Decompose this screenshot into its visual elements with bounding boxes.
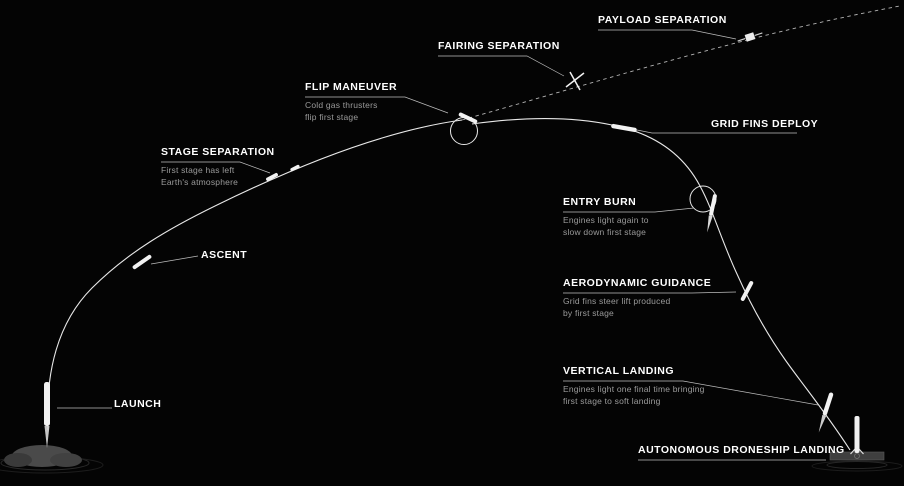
descent-trajectory-path — [471, 117, 851, 451]
label-entry-burn-desc: Engines light again to slow down first s… — [563, 215, 649, 238]
label-aerodynamic-guidance-desc: Grid fins steer lift produced by first s… — [563, 296, 711, 319]
desc-line: Cold gas thrusters — [305, 100, 378, 110]
fairing-separation-icon — [565, 71, 585, 91]
stage-separation-icon — [266, 164, 300, 182]
entry-burn-leader-line — [563, 207, 695, 213]
stage-separation-leader-line — [161, 161, 271, 174]
landed-rocket-icon — [850, 416, 864, 455]
vertical-landing-rocket-icon — [818, 392, 834, 433]
launch-smoke-cloud — [0, 445, 104, 474]
label-vertical-landing-desc: Engines light one final time bringing fi… — [563, 384, 705, 407]
grid-fins-rocket-icon — [611, 123, 637, 133]
payload-satellite-icon — [737, 32, 763, 42]
ascent-rocket-icon — [132, 254, 152, 270]
label-payload-separation: PAYLOAD SEPARATION — [598, 14, 727, 26]
label-autonomous-droneship-landing: AUTONOMOUS DRONESHIP LANDING — [638, 444, 845, 456]
grid-fins-leader-line — [636, 129, 797, 134]
desc-line: Engines light one final time bringing — [563, 384, 705, 394]
desc-line: flip first stage — [305, 111, 359, 122]
label-entry-burn: ENTRY BURN Engines light again to slow d… — [563, 196, 649, 238]
label-entry-burn-title: ENTRY BURN — [563, 196, 637, 208]
desc-line: by first stage — [563, 307, 614, 318]
label-launch: LAUNCH — [114, 398, 161, 410]
label-ascent: ASCENT — [201, 249, 247, 261]
label-grid-fins-deploy-title: GRID FINS DEPLOY — [711, 118, 819, 130]
label-aerodynamic-guidance: AERODYNAMIC GUIDANCE Grid fins steer lif… — [563, 277, 711, 319]
flip-maneuver-leader-line — [305, 96, 449, 114]
vertical-landing-leader-line — [563, 380, 819, 406]
launch-rocket-icon — [44, 382, 50, 448]
label-stage-separation: STAGE SEPARATION First stage has left Ea… — [161, 146, 275, 188]
label-grid-fins-deploy: GRID FINS DEPLOY — [711, 118, 818, 130]
label-flip-maneuver-desc: Cold gas thrusters flip first stage — [305, 100, 397, 123]
label-launch-title: LAUNCH — [114, 398, 162, 410]
label-payload-separation-title: PAYLOAD SEPARATION — [598, 14, 727, 26]
label-vertical-landing: VERTICAL LANDING Engines light one final… — [563, 365, 705, 407]
flip-maneuver-rocket-icon — [458, 112, 478, 124]
payload-separation-leader-line — [598, 29, 737, 40]
label-stage-separation-title: STAGE SEPARATION — [161, 146, 275, 158]
desc-line: First stage has left — [161, 165, 235, 175]
label-fairing-separation-title: FAIRING SEPARATION — [438, 40, 560, 52]
desc-line: Earth's atmosphere — [161, 176, 239, 187]
label-autonomous-droneship-landing-title: AUTONOMOUS DRONESHIP LANDING — [638, 444, 845, 456]
ascent-leader-line — [150, 255, 199, 265]
label-flip-maneuver-title: FLIP MANEUVER — [305, 81, 398, 93]
label-flip-maneuver: FLIP MANEUVER Cold gas thrusters flip fi… — [305, 81, 397, 123]
label-vertical-landing-title: VERTICAL LANDING — [563, 365, 675, 377]
aerodynamic-guidance-rocket-icon — [740, 281, 754, 301]
label-ascent-title: ASCENT — [201, 249, 248, 261]
aerodynamic-guidance-leader-line — [563, 291, 737, 294]
leader-lines — [57, 29, 826, 461]
label-fairing-separation: FAIRING SEPARATION — [438, 40, 560, 52]
ascent-trajectory-path — [47, 119, 463, 431]
desc-line: Engines light again to — [563, 215, 649, 225]
desc-line: slow down first stage — [563, 226, 647, 237]
label-aerodynamic-guidance-title: AERODYNAMIC GUIDANCE — [563, 277, 712, 289]
desc-line: Grid fins steer lift produced — [563, 296, 671, 306]
desc-line: first stage to soft landing — [563, 395, 661, 406]
entry-burn-rocket-icon — [707, 194, 717, 233]
label-stage-separation-desc: First stage has left Earth's atmosphere — [161, 165, 275, 188]
fairing-separation-leader-line — [438, 55, 565, 77]
